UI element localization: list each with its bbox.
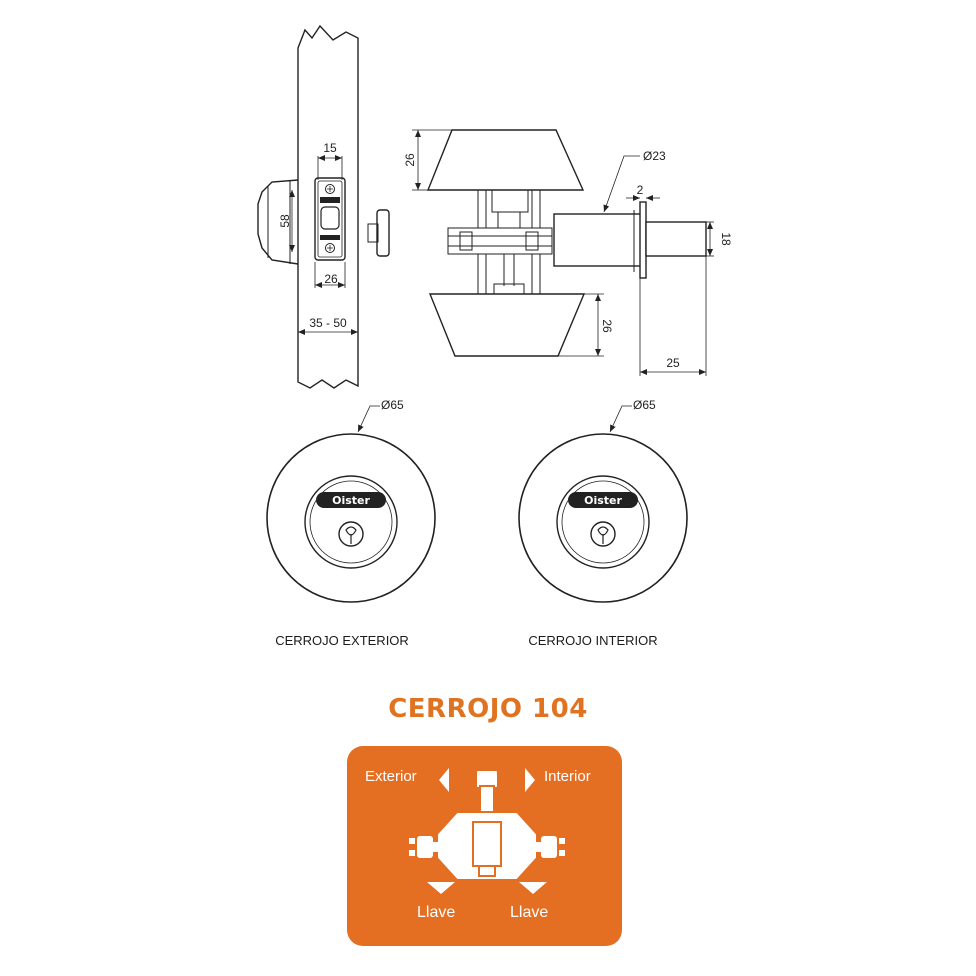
label-interior: Interior — [544, 768, 591, 785]
bolt — [645, 221, 707, 257]
dim-26-top: 26 — [403, 153, 417, 167]
dim-15: 15 — [323, 141, 337, 155]
assembly-view — [426, 129, 707, 357]
dim-26-plate: 26 — [324, 272, 338, 286]
bolt-cylinder — [553, 213, 643, 267]
side-view — [257, 24, 390, 389]
arrow-right-icon — [525, 768, 535, 792]
lock-body-icon — [436, 769, 538, 881]
bottom-knob — [428, 293, 586, 357]
function-panel: Exterior Interior Llave Llave — [347, 746, 622, 946]
top-knob — [426, 129, 585, 191]
panel-graphic — [409, 768, 565, 894]
dim-2: 2 — [637, 183, 644, 197]
flange — [639, 201, 647, 279]
caption-exterior: CERROJO EXTERIOR — [275, 633, 409, 648]
exterior-rosette — [266, 405, 436, 603]
label-key-right: Llave — [510, 904, 549, 921]
thumb-turn-side — [376, 209, 390, 257]
exterior-rosette-side — [257, 179, 299, 265]
product-title: CERROJO 104 — [388, 694, 588, 724]
arrow-down-icon — [427, 882, 455, 894]
label-key-left: Llave — [417, 904, 456, 921]
caption-interior: CERROJO INTERIOR — [528, 633, 657, 648]
arrow-left-icon — [439, 768, 449, 792]
side-dimensions — [289, 155, 358, 335]
arrow-down-icon — [519, 882, 547, 894]
dim-18: 18 — [719, 232, 733, 246]
dim-65-right: Ø65 — [633, 398, 656, 412]
dim-25: 25 — [666, 356, 680, 370]
key-right-icon — [533, 836, 565, 858]
dim-26-bottom: 26 — [600, 319, 614, 333]
exterior-logo: Oister — [332, 494, 370, 507]
dim-35-50: 35 - 50 — [309, 316, 347, 330]
dim-23: Ø23 — [643, 149, 666, 163]
key-left-icon — [409, 836, 441, 858]
interior-logo: Oister — [584, 494, 622, 507]
label-exterior: Exterior — [365, 768, 417, 785]
dim-65-left: Ø65 — [381, 398, 404, 412]
assembly-dimensions — [412, 129, 714, 376]
dim-58: 58 — [278, 214, 292, 228]
interior-rosette — [518, 405, 688, 603]
